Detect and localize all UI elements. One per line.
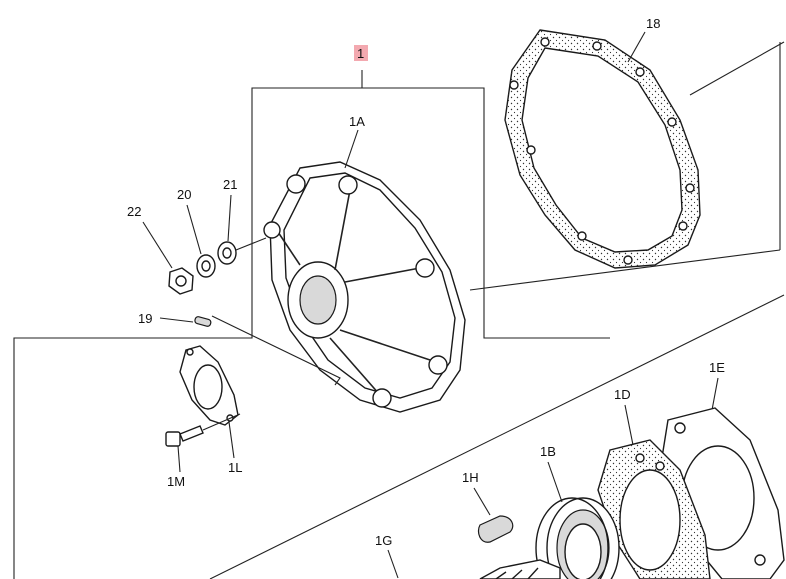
- callout-1L[interactable]: 1L: [228, 460, 242, 475]
- callout-1A[interactable]: 1A: [349, 114, 365, 129]
- callout-1H[interactable]: 1H: [462, 470, 479, 485]
- callout-20[interactable]: 20: [177, 187, 191, 202]
- callout-22[interactable]: 22: [127, 204, 141, 219]
- callout-21[interactable]: 21: [223, 177, 237, 192]
- washer-20: [196, 254, 216, 278]
- shaft-1G: [479, 559, 561, 579]
- bearing-1B: [535, 497, 620, 579]
- gasket-1D: [597, 439, 711, 579]
- lockwasher-21: [217, 237, 267, 265]
- callout-1-highlight: [354, 45, 368, 61]
- callout-18[interactable]: 18: [646, 16, 660, 31]
- callout-1G[interactable]: 1G: [375, 533, 392, 548]
- key-1H: [477, 515, 514, 543]
- leader-lines: [142, 31, 719, 579]
- nut-22: [168, 267, 194, 295]
- group-frame-lines: [13, 41, 785, 579]
- callout-labels: 1 1A 18 22 20 21 19 1L 1M 1E 1D 1B 1H 1G: [127, 16, 725, 548]
- seal-plate-1L: [179, 345, 239, 426]
- callout-1[interactable]: 1: [357, 46, 364, 61]
- callout-1E[interactable]: 1E: [709, 360, 725, 375]
- callout-19[interactable]: 19: [138, 311, 152, 326]
- callout-1D[interactable]: 1D: [614, 387, 631, 402]
- gasket-18: [504, 29, 701, 269]
- cover-1A: [263, 161, 466, 413]
- callout-1B[interactable]: 1B: [540, 444, 556, 459]
- bolt-1M: [165, 413, 241, 447]
- callout-1M[interactable]: 1M: [167, 474, 185, 489]
- dowel-19: [194, 315, 341, 386]
